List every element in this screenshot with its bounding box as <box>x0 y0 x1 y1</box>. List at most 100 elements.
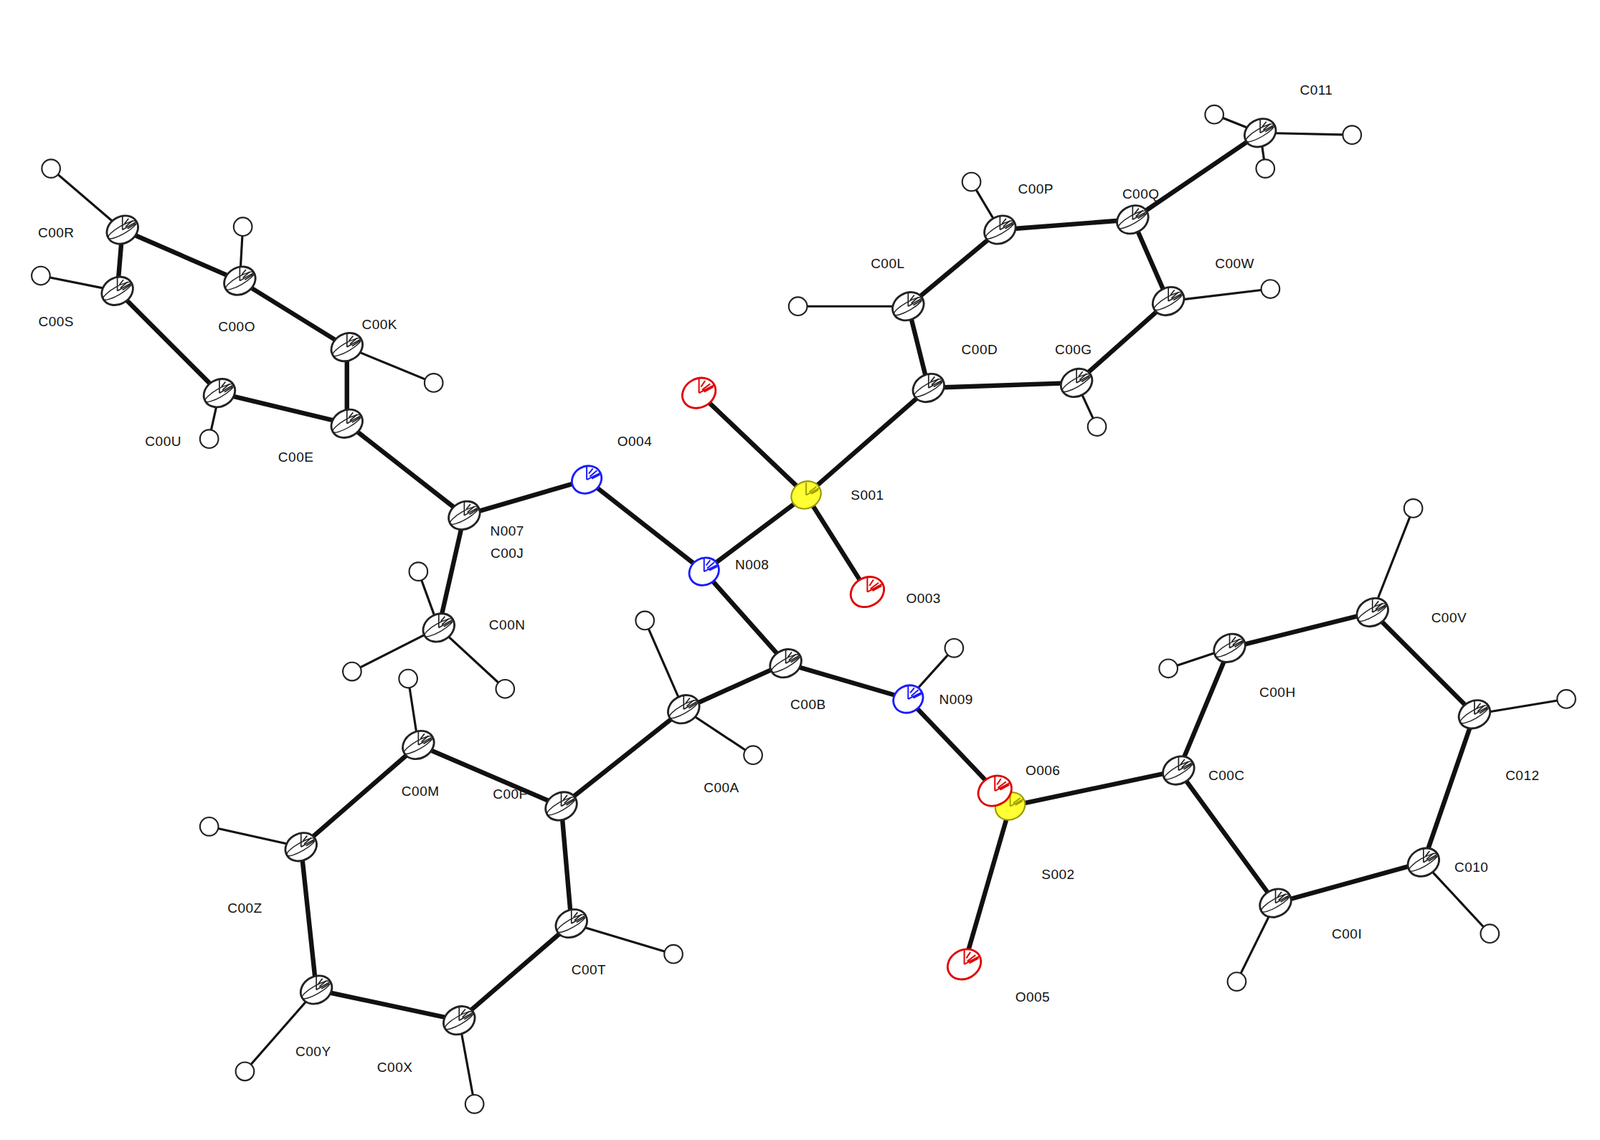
bond <box>571 923 674 955</box>
bond <box>458 923 572 1021</box>
carbon-atom <box>1239 113 1281 153</box>
hydrogen-atom <box>635 611 655 631</box>
atom-label: C00T <box>571 962 607 977</box>
bond <box>586 479 705 572</box>
carbon-atom <box>550 904 593 944</box>
bond <box>561 709 685 807</box>
bond <box>704 571 787 664</box>
carbon-atom <box>218 261 261 301</box>
bond <box>316 989 459 1021</box>
hydrogen-atom <box>1204 105 1224 125</box>
atom-label: C00I <box>1331 926 1362 941</box>
hydrogen-atom <box>945 638 964 658</box>
bond <box>786 663 909 700</box>
hydrogen-atom <box>31 266 51 286</box>
atom-label: C00W <box>1214 256 1255 271</box>
atom-label: C00Z <box>227 901 262 916</box>
atom-label: C00V <box>1431 610 1468 624</box>
bond <box>928 382 1077 388</box>
bond <box>301 745 419 847</box>
bond <box>1275 862 1424 904</box>
atom-label: C00D <box>961 342 999 356</box>
hydrogen-atom <box>41 159 61 178</box>
bond <box>907 229 1000 307</box>
atom-label: C00N <box>489 617 526 632</box>
bond <box>699 393 807 495</box>
nitrogen-atom <box>684 552 724 591</box>
hydrogen-atom <box>342 662 362 682</box>
bond <box>1178 648 1230 771</box>
carbon-atom <box>326 403 368 444</box>
carbon-atom <box>978 210 1021 250</box>
atom-label: C00O <box>218 319 256 334</box>
bond <box>464 479 587 516</box>
carbon-atom <box>418 608 460 648</box>
oxygen-atom <box>677 372 722 415</box>
carbon-atom <box>326 327 368 368</box>
carbon-atom <box>765 644 807 684</box>
bond <box>704 494 807 572</box>
hydrogen-atom <box>1227 972 1247 992</box>
hydrogen-atom <box>424 373 444 393</box>
carbon-atom <box>101 210 144 250</box>
hydrogen-atom <box>1556 689 1576 709</box>
hydrogen-atom <box>465 1095 485 1114</box>
bond <box>964 806 1011 965</box>
carbon-atom <box>1453 694 1496 735</box>
atom-label: C00L <box>870 256 905 271</box>
atom-label: C00P <box>1017 182 1054 196</box>
hydrogen-atom <box>962 172 982 192</box>
carbon-atom <box>907 368 950 409</box>
bond <box>418 745 561 807</box>
bond <box>1423 714 1475 863</box>
bonds <box>117 132 1475 1021</box>
atom-label: O004 <box>617 433 652 448</box>
hydrogen-atom <box>200 429 219 449</box>
atom-label: N008 <box>735 557 769 571</box>
carbon-atom <box>1255 883 1297 923</box>
carbon-atom <box>438 1001 480 1041</box>
bond <box>1372 508 1414 613</box>
bond <box>1132 132 1261 220</box>
hydrogen-atom <box>233 217 253 236</box>
atom-label: N007 <box>489 523 524 538</box>
bond <box>219 393 348 424</box>
carbon-atom <box>540 786 583 827</box>
carbon-atom <box>1147 281 1190 322</box>
hydrogen-atoms <box>31 105 1576 1114</box>
atom-label: C00U <box>144 433 182 448</box>
atom-label: C00A <box>703 780 740 795</box>
bond <box>1229 612 1373 649</box>
atom-label: C00E <box>278 450 315 465</box>
atom-label: S002 <box>1041 867 1075 882</box>
carbon-atom <box>198 373 241 414</box>
atom-label: C00Q <box>1122 187 1160 201</box>
atom-label: S001 <box>850 488 884 503</box>
hydrogen-atom <box>1261 279 1281 299</box>
hydrogen-atom <box>200 817 219 837</box>
hydrogen-atom <box>1480 924 1500 944</box>
atom-label: C012 <box>1505 768 1540 783</box>
bond <box>1372 612 1475 715</box>
atom-label: C00F <box>492 786 528 801</box>
hydrogen-atom <box>1342 125 1362 145</box>
atom-label: C010 <box>1454 860 1489 875</box>
carbon-atom <box>1402 842 1445 883</box>
bond <box>999 219 1133 230</box>
carbon-atom <box>295 970 338 1010</box>
hydrogen-atom <box>235 1062 255 1082</box>
atom-label: C00H <box>1259 684 1296 699</box>
bond <box>239 281 347 348</box>
hydrogen-atom <box>1256 159 1276 178</box>
atom-label: C00R <box>38 225 75 240</box>
bond <box>806 387 929 495</box>
atom-label: C00Y <box>295 1044 332 1058</box>
bond <box>1178 770 1276 904</box>
carbon-atom <box>280 827 323 868</box>
bond <box>301 846 317 990</box>
atom-label: C011 <box>1299 83 1333 97</box>
bond <box>644 620 684 710</box>
atom-label: C00J <box>490 546 524 561</box>
